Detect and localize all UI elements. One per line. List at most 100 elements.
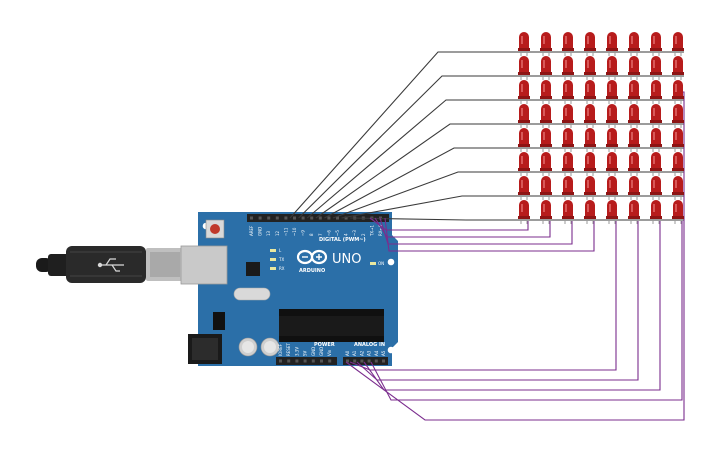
pin-hole[interactable] (310, 216, 314, 220)
led[interactable] (540, 80, 552, 104)
led[interactable] (518, 56, 530, 80)
led[interactable] (540, 200, 552, 224)
led[interactable] (584, 128, 596, 152)
pin-hole[interactable] (275, 216, 279, 220)
led[interactable] (628, 152, 640, 176)
led[interactable] (628, 80, 640, 104)
led[interactable] (672, 32, 684, 56)
led[interactable] (540, 56, 552, 80)
led[interactable] (628, 200, 640, 224)
power-header[interactable] (276, 357, 337, 365)
analog-header[interactable] (343, 357, 388, 365)
led[interactable] (584, 152, 596, 176)
led[interactable] (672, 128, 684, 152)
led[interactable] (540, 32, 552, 56)
led[interactable] (584, 56, 596, 80)
pin-label: A0 (345, 350, 350, 356)
pin-hole[interactable] (328, 359, 332, 363)
pin-hole[interactable] (250, 216, 253, 220)
led[interactable] (518, 80, 530, 104)
led[interactable] (606, 104, 618, 128)
pin-hole[interactable] (344, 216, 348, 220)
led[interactable] (562, 80, 574, 104)
pin-label: A2 (359, 350, 364, 356)
led[interactable] (518, 32, 530, 56)
led[interactable] (562, 152, 574, 176)
led[interactable] (650, 128, 662, 152)
led[interactable] (584, 104, 596, 128)
pin-hole[interactable] (279, 359, 282, 363)
led[interactable] (650, 176, 662, 200)
led[interactable] (606, 32, 618, 56)
led[interactable] (650, 152, 662, 176)
led[interactable] (628, 104, 640, 128)
pin-hole[interactable] (311, 359, 315, 363)
led[interactable] (518, 200, 530, 224)
led[interactable] (672, 152, 684, 176)
led[interactable] (628, 128, 640, 152)
pin-hole[interactable] (293, 216, 296, 220)
led[interactable] (518, 152, 530, 176)
pin-hole[interactable] (374, 359, 378, 363)
pin-hole[interactable] (336, 216, 339, 220)
led[interactable] (650, 56, 662, 80)
led[interactable] (650, 32, 662, 56)
pin-hole[interactable] (267, 216, 271, 220)
led[interactable] (540, 176, 552, 200)
led[interactable] (672, 56, 684, 80)
led[interactable] (562, 176, 574, 200)
pin-hole[interactable] (318, 216, 322, 220)
led[interactable] (672, 176, 684, 200)
pin-hole[interactable] (346, 359, 349, 363)
led[interactable] (650, 104, 662, 128)
pin-hole[interactable] (284, 216, 288, 220)
led[interactable] (562, 32, 574, 56)
pin-hole[interactable] (367, 359, 371, 363)
led[interactable] (562, 104, 574, 128)
led[interactable] (584, 176, 596, 200)
led[interactable] (606, 152, 618, 176)
led[interactable] (540, 104, 552, 128)
pin-hole[interactable] (258, 216, 262, 220)
led[interactable] (650, 80, 662, 104)
pin-hole[interactable] (295, 359, 299, 363)
pin-hole[interactable] (301, 216, 305, 220)
led[interactable] (606, 200, 618, 224)
led[interactable] (672, 80, 684, 104)
led[interactable] (562, 128, 574, 152)
led[interactable] (518, 176, 530, 200)
led[interactable] (562, 56, 574, 80)
pin-hole[interactable] (382, 359, 385, 363)
pin-hole[interactable] (327, 216, 331, 220)
led[interactable] (518, 104, 530, 128)
led[interactable] (606, 80, 618, 104)
led[interactable] (606, 176, 618, 200)
led[interactable] (540, 152, 552, 176)
led[interactable] (606, 56, 618, 80)
led[interactable] (628, 176, 640, 200)
led[interactable] (628, 32, 640, 56)
led[interactable] (628, 56, 640, 80)
led[interactable] (562, 200, 574, 224)
pin-label: ~9 (301, 230, 306, 236)
led[interactable] (672, 104, 684, 128)
pin-label: GND (311, 347, 316, 356)
led[interactable] (518, 128, 530, 152)
reset-button[interactable] (205, 219, 225, 239)
led[interactable] (584, 80, 596, 104)
atmega-chip (279, 309, 384, 342)
pin-hole[interactable] (287, 359, 291, 363)
usb-cable[interactable] (36, 246, 184, 283)
pin-hole[interactable] (320, 359, 323, 363)
pin-hole[interactable] (303, 359, 307, 363)
led[interactable] (606, 128, 618, 152)
led[interactable] (650, 200, 662, 224)
led[interactable] (584, 200, 596, 224)
led[interactable] (540, 128, 552, 152)
led[interactable] (672, 200, 684, 224)
pin-hole[interactable] (353, 359, 357, 363)
pin-hole[interactable] (360, 359, 364, 363)
led[interactable] (584, 32, 596, 56)
